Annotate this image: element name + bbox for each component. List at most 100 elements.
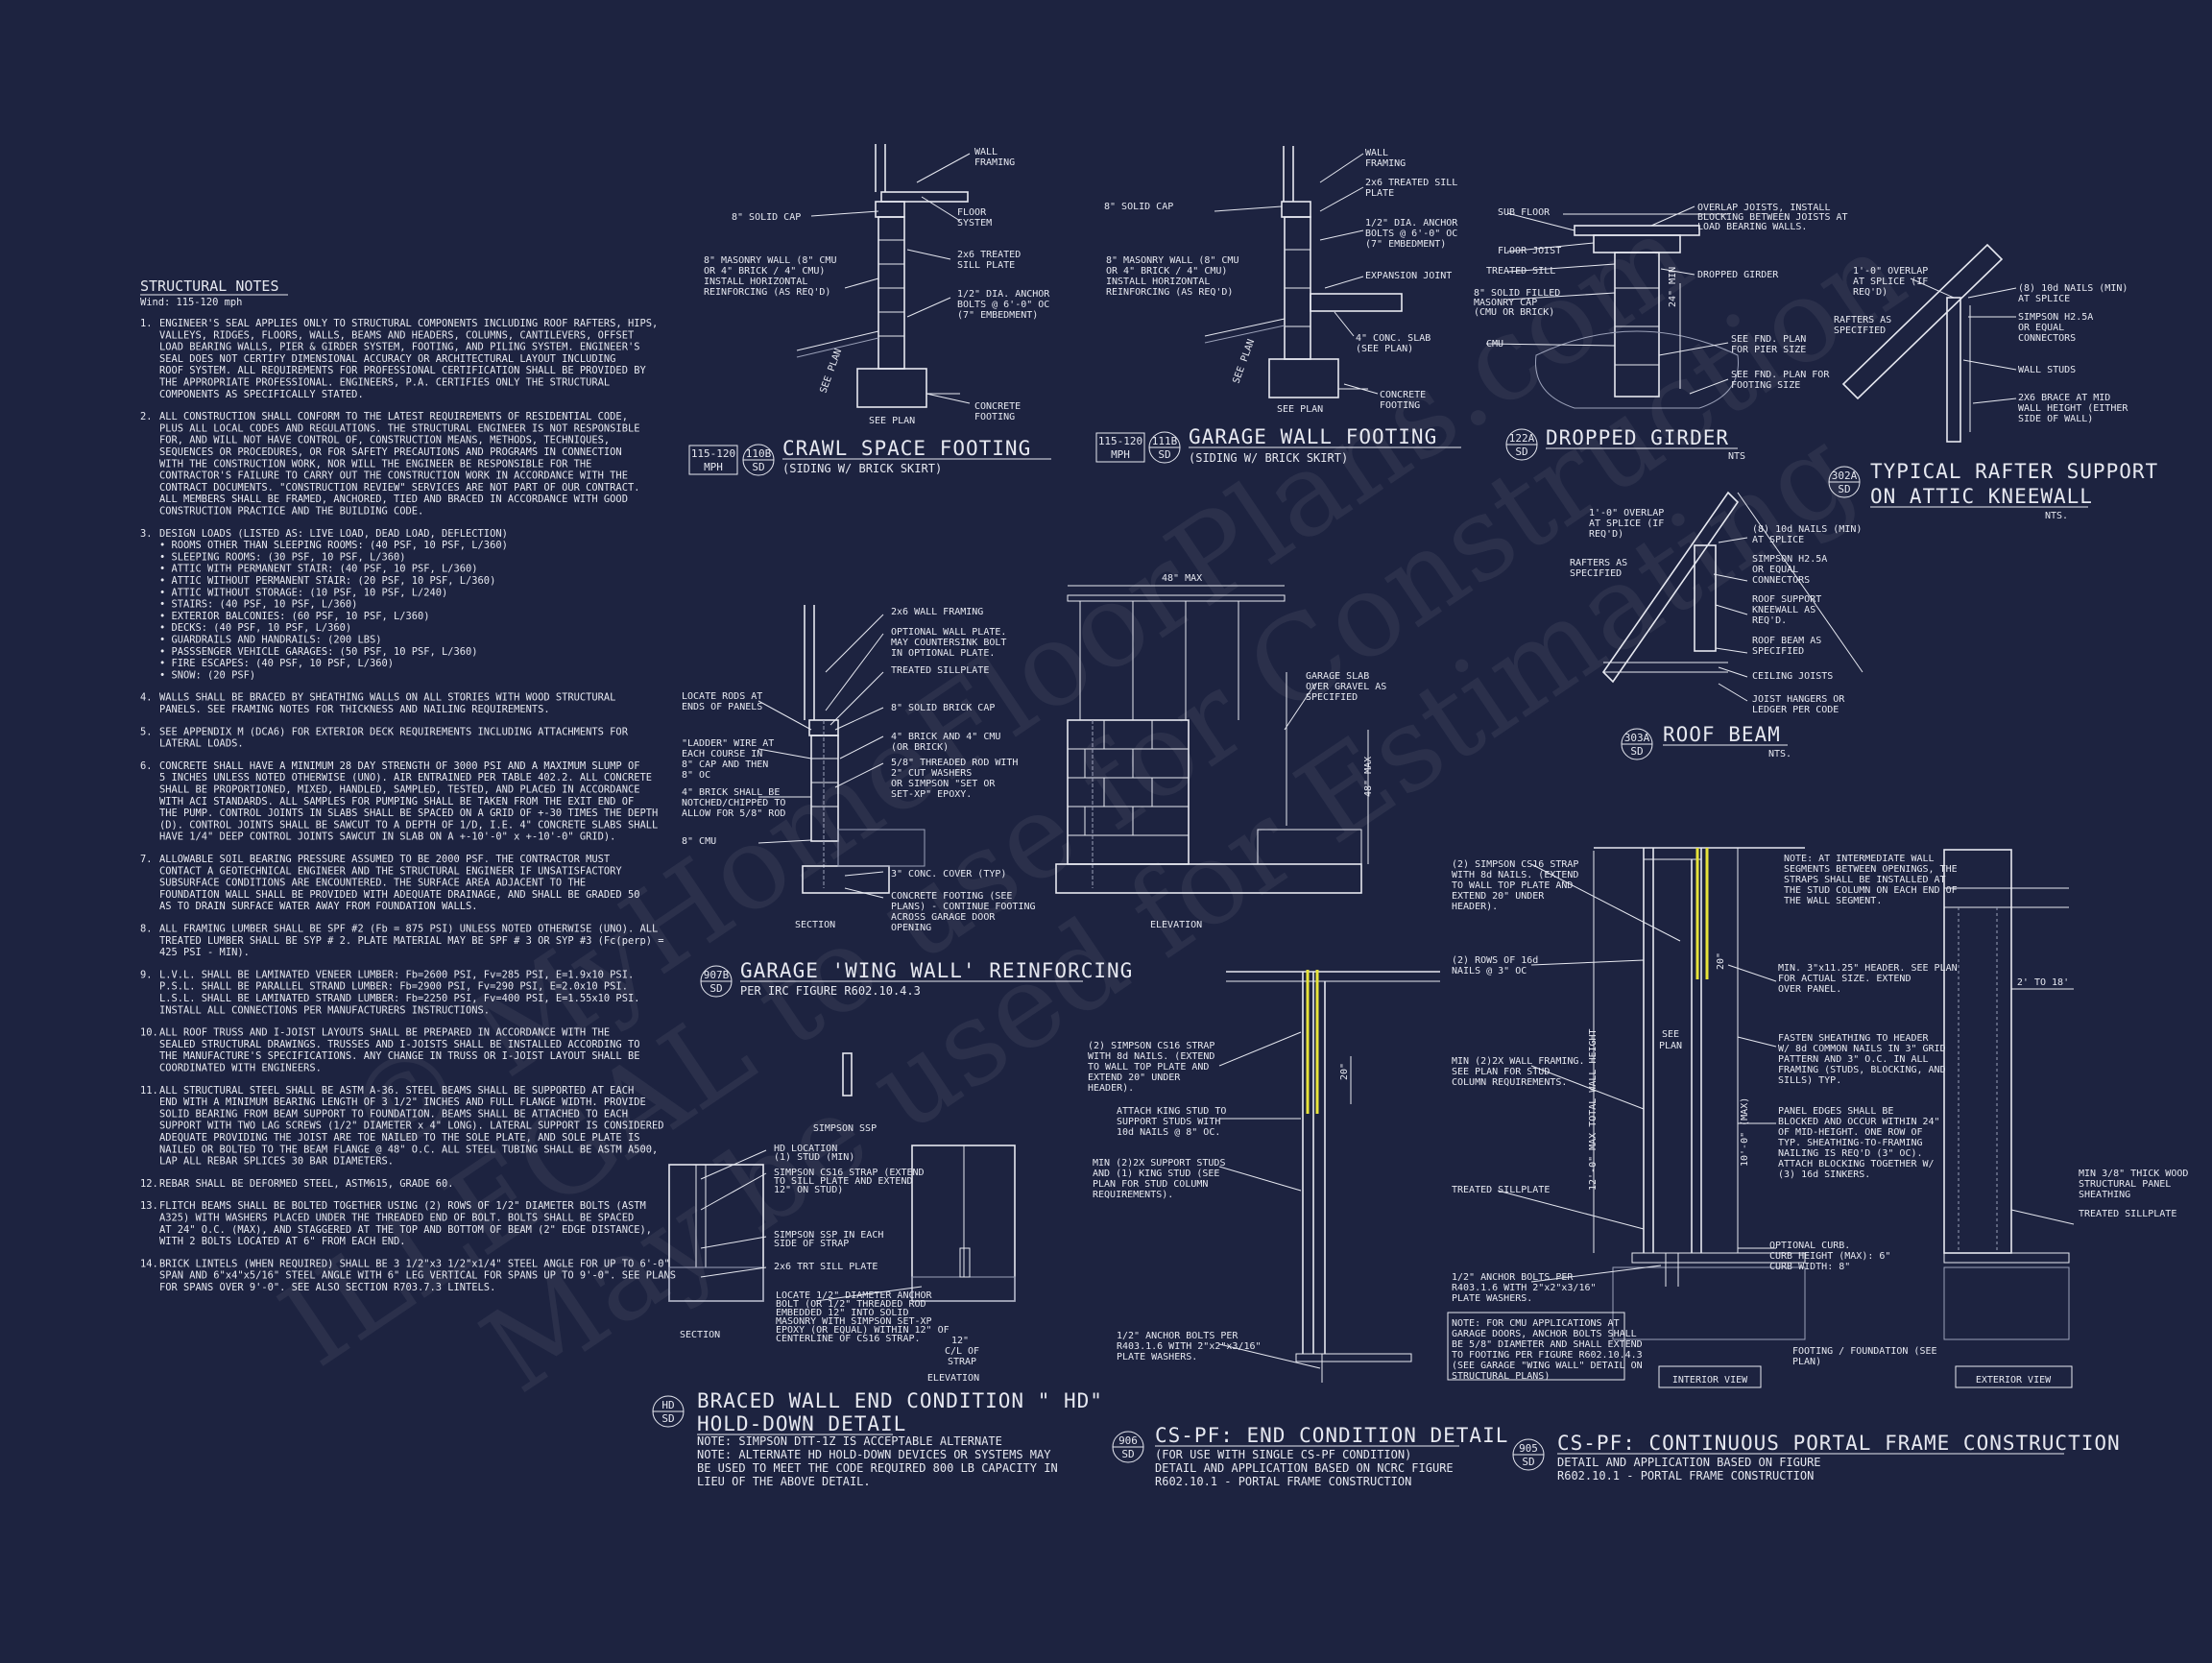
holddown-title-1: BRACED WALL END CONDITION " HD" — [697, 1389, 1103, 1412]
endcond-label: 1/2" ANCHOR BOLTS PER — [1117, 1331, 1238, 1341]
holddown-label: 12" — [951, 1336, 969, 1346]
rafter-label: RAFTERS AS — [1834, 315, 1891, 325]
crawl-label: BOLTS @ 6'-0" OC — [957, 300, 1049, 310]
garage-label: SEE PLAN — [1277, 404, 1323, 415]
portal-label: STRAPS SHALL BE INSTALLED AT — [1784, 875, 1946, 885]
wingwall-label: TREATED SILLPLATE — [891, 665, 989, 676]
note-line: SEALED STRUCTURAL DRAWINGS. TRUSSES AND … — [159, 1039, 639, 1050]
portal-label: CURB WIDTH: 8" — [1769, 1262, 1850, 1272]
note-line: ALL STRUCTURAL STEEL SHALL BE ASTM A-36.… — [159, 1085, 634, 1097]
note-line: • SLEEPING ROOMS: (30 PSF, 10 PSF, L/360… — [159, 551, 405, 563]
roofbeam-label: RAFTERS AS — [1570, 558, 1627, 568]
wingwall-label: 48" MAX — [1363, 757, 1374, 797]
wingwall-label: GARAGE SLAB — [1306, 671, 1369, 682]
note-line: • ATTIC WITHOUT PERMANENT STAIR: (20 PSF… — [159, 575, 495, 587]
portal-label: 10'-0" (MAX) — [1740, 1097, 1750, 1167]
portal-label: WITH 8d NAILS. (EXTEND — [1452, 870, 1578, 880]
note-line: THE MANUFACTURE'S SPECIFICATIONS. ANY CH… — [159, 1050, 639, 1062]
holddown-bubble-bot: SD — [661, 1412, 674, 1425]
portal-label: SILLS) TYP. — [1778, 1075, 1841, 1086]
endcond-label: MIN (2)2X SUPPORT STUDS — [1093, 1158, 1225, 1169]
holddown-note: NOTE: ALTERNATE HD HOLD-DOWN DEVICES OR … — [697, 1448, 1051, 1461]
portal-label: PANEL EDGES SHALL BE — [1778, 1106, 1893, 1117]
holddown-label: ELEVATION — [927, 1373, 979, 1384]
garage-title: GARAGE WALL FOOTING — [1189, 425, 1437, 448]
holddown-label: SIDE OF STRAP — [774, 1239, 849, 1249]
garage-label: EXPANSION JOINT — [1365, 271, 1452, 281]
dropped-title: DROPPED GIRDER — [1546, 426, 1729, 449]
wingwall-label: IN OPTIONAL PLATE. — [891, 648, 995, 659]
note-line: WITH 2 BOLTS LOCATED AT 6" FROM EACH END… — [159, 1236, 405, 1247]
portal-label: OPTIONAL CURB. — [1769, 1241, 1850, 1251]
holddown-label: 12" ON STUD) — [774, 1185, 843, 1195]
note-line: • FIRE ESCAPES: (40 PSF, 10 PSF, L/360) — [159, 658, 394, 669]
portal-label: (3) 16d SINKERS. — [1778, 1169, 1870, 1180]
holddown-note: BE USED TO MEET THE CODE REQUIRED 800 LB… — [697, 1461, 1058, 1475]
note-line: 5 INCHES UNLESS NOTED OTHERWISE (UNO). A… — [159, 772, 652, 783]
endcond-label: 20" — [1339, 1063, 1350, 1080]
note-number: 5. — [140, 726, 153, 737]
portal-label: 12'-0" MAX TOTAL WALL HEIGHT — [1588, 1028, 1599, 1191]
portal-label: OVER PANEL. — [1778, 984, 1841, 995]
portal-label: THE WALL SEGMENT. — [1784, 896, 1882, 906]
portal-label: FOR ACTUAL SIZE. EXTEND — [1778, 974, 1911, 984]
portal-label: W/ 8d COMMON NAILS IN 3" GRID — [1778, 1044, 1946, 1054]
rafter-label: AT SPLICE (IF — [1853, 277, 1928, 287]
wingwall-label: (OR BRICK) — [891, 742, 949, 753]
roofbeam-label: (8) 10d NAILS (MIN) — [1752, 524, 1862, 535]
note-line: COMPONENTS AS SPECIFICALLY STATED. — [159, 389, 364, 400]
crawl-label: FRAMING — [974, 157, 1015, 168]
dropped-label: SEE FND. PLAN — [1731, 334, 1806, 345]
roofbeam-label: JOIST HANGERS OR — [1752, 694, 1845, 705]
endcond-bubble-bot: SD — [1121, 1448, 1134, 1460]
wingwall-label: OR SIMPSON "SET OR — [891, 779, 996, 789]
note-line: SUPPORT WITH TWO LAG SCREWS (1/2" DIAMET… — [159, 1121, 663, 1132]
roofbeam-label: LEDGER PER CODE — [1752, 705, 1839, 715]
wingwall-label: ELEVATION — [1150, 920, 1202, 930]
garage-label: SEE PLAN — [1231, 338, 1257, 385]
note-line: • EXTERIOR BALCONIES: (60 PSF, 10 PSF, L… — [159, 611, 430, 622]
note-line: ALL ROOF TRUSS AND I-JOIST LAYOUTS SHALL… — [159, 1027, 610, 1039]
note-line: SEQUENCES OR PROCEDURES, OR FOR SAFETY P… — [159, 446, 622, 458]
portal-label: SEE — [1662, 1029, 1679, 1040]
note-line: ENGINEER'S SEAL APPLIES ONLY TO STRUCTUR… — [159, 318, 658, 329]
wingwall-label: 4" BRICK AND 4" CMU — [891, 732, 1000, 742]
portal-sub: DETAIL AND APPLICATION BASED ON FIGURER6… — [1557, 1456, 1821, 1482]
roofbeam-label: REQ'D. — [1752, 615, 1787, 626]
note-line: CONSTRUCTION PRACTICE AND THE BUILDING C… — [159, 506, 423, 518]
endcond-label: PLAN FOR STUD COLUMN — [1093, 1179, 1208, 1190]
roofbeam-label: REQ'D) — [1589, 529, 1623, 540]
portal-label: 2' TO 18' — [2017, 977, 2069, 988]
note-line: ROOF SYSTEM. ALL REQUIREMENTS FOR PROFES… — [159, 365, 646, 376]
wingwall-label: 8" SOLID BRICK CAP — [891, 703, 995, 713]
garage-label: 8" SOLID CAP — [1104, 202, 1173, 212]
dropped-label: OVERLAP JOISTS, INSTALL — [1697, 203, 1830, 213]
wingwall-label: OVER GRAVEL AS — [1306, 682, 1386, 692]
holddown-note: NOTE: SIMPSON DTT-1Z IS ACCEPTABLE ALTER… — [697, 1434, 1002, 1448]
endcond-label: REQUIREMENTS). — [1093, 1190, 1173, 1200]
notes-title: STRUCTURAL NOTES — [140, 277, 279, 295]
roofbeam-label: ROOF BEAM AS — [1752, 636, 1821, 646]
endcond-bubble-top: 906 — [1118, 1434, 1138, 1447]
note-line: INSTALL ALL CONNECTIONS PER MANUFACTURER… — [159, 1004, 490, 1016]
roofbeam-label: SPECIFIED — [1570, 568, 1622, 579]
portal-label: EXTERIOR VIEW — [1976, 1375, 2052, 1386]
rafter-label: AT SPLICE — [2018, 294, 2070, 304]
note-line: L.S.L. SHALL BE LAMINATED STRAND LUMBER:… — [159, 993, 639, 1004]
endcond-label: SUPPORT STUDS WITH — [1117, 1117, 1220, 1127]
note-line: ALL CONSTRUCTION SHALL CONFORM TO THE LA… — [159, 411, 628, 422]
dropped-label: 24" MIN — [1668, 267, 1678, 307]
dropped-label: SEE FND. PLAN FOR — [1731, 370, 1830, 380]
note-number: 9. — [140, 969, 153, 980]
crawl-label: SYSTEM — [957, 218, 992, 229]
